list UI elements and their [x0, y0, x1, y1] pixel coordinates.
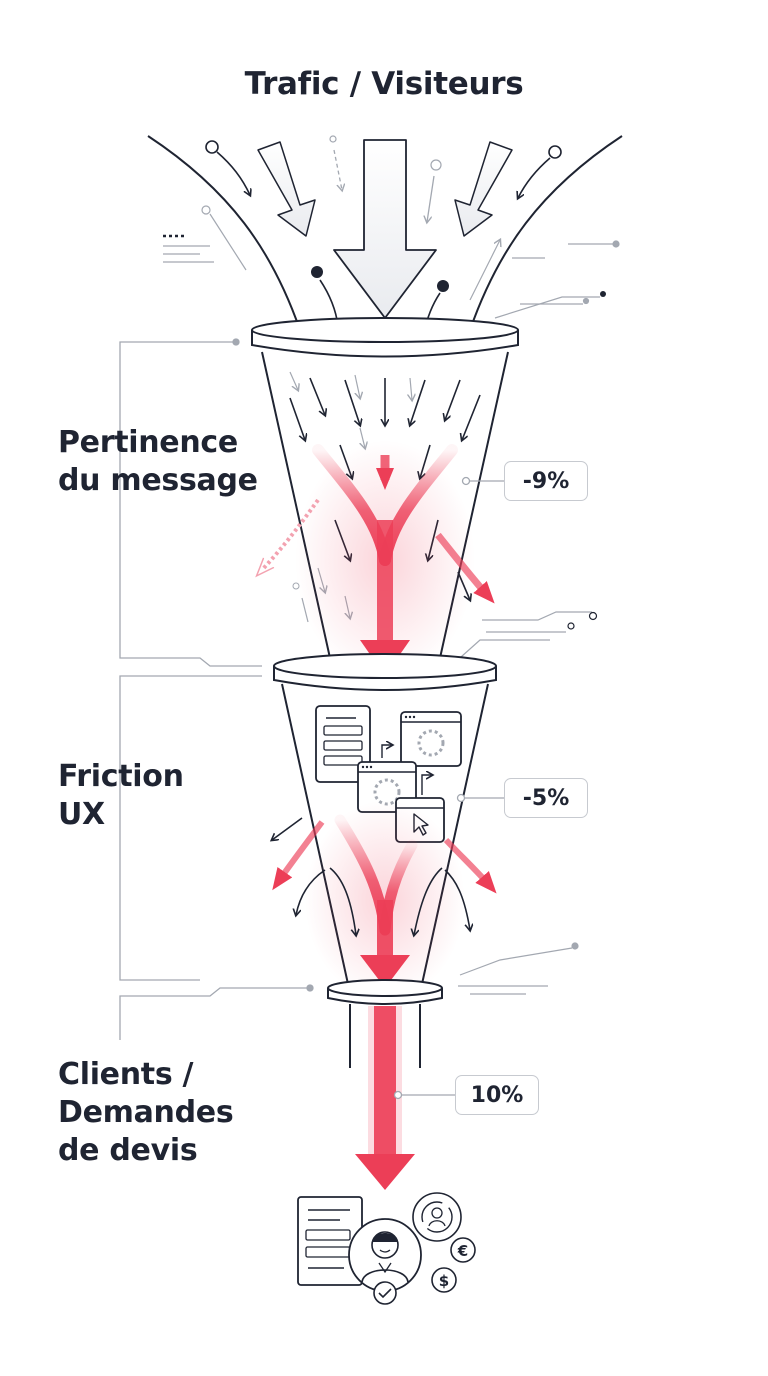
checkmark-icon — [373, 1281, 397, 1305]
form-window-icon — [315, 705, 371, 783]
percent-connectors — [393, 476, 504, 1100]
traffic-inflow — [147, 135, 623, 333]
euro-icon: € — [450, 1237, 476, 1263]
funnel-neck — [327, 979, 443, 1190]
stage-label-friction: Friction UX — [58, 758, 184, 834]
stage-label-line: de devis — [58, 1133, 198, 1168]
stage-label-line: Pertinence — [58, 425, 238, 460]
stage-percent-badge: -9% — [504, 461, 588, 501]
stage-label-line: Demandes — [58, 1095, 234, 1130]
stage-brackets — [119, 338, 314, 1040]
dollar-icon: $ — [431, 1267, 457, 1293]
refresh-user-icon — [412, 1192, 462, 1242]
customer-avatar-icon — [348, 1218, 422, 1292]
outcome-icons: € $ — [297, 1192, 476, 1305]
stage-label-line: Clients / — [58, 1057, 194, 1092]
funnel-stage-2 — [272, 653, 497, 1000]
svg-text:€: € — [457, 1242, 468, 1260]
stage-label-line: Friction — [58, 759, 184, 794]
funnel-stage-1 — [251, 317, 519, 680]
stage-percent-badge: 10% — [455, 1075, 539, 1115]
loading-window-icon — [400, 711, 462, 767]
stage-percent-badge: -5% — [504, 778, 588, 818]
diagram-title: Trafic / Visiteurs — [244, 66, 524, 102]
stage-label-message: Pertinence du message — [58, 424, 258, 500]
stage-label-clients: Clients / Demandes de devis — [58, 1056, 234, 1170]
document-icon — [297, 1196, 363, 1286]
stage-label-line: du message — [58, 463, 258, 498]
svg-text:$: $ — [439, 1272, 449, 1290]
stage-label-line: UX — [58, 797, 105, 832]
